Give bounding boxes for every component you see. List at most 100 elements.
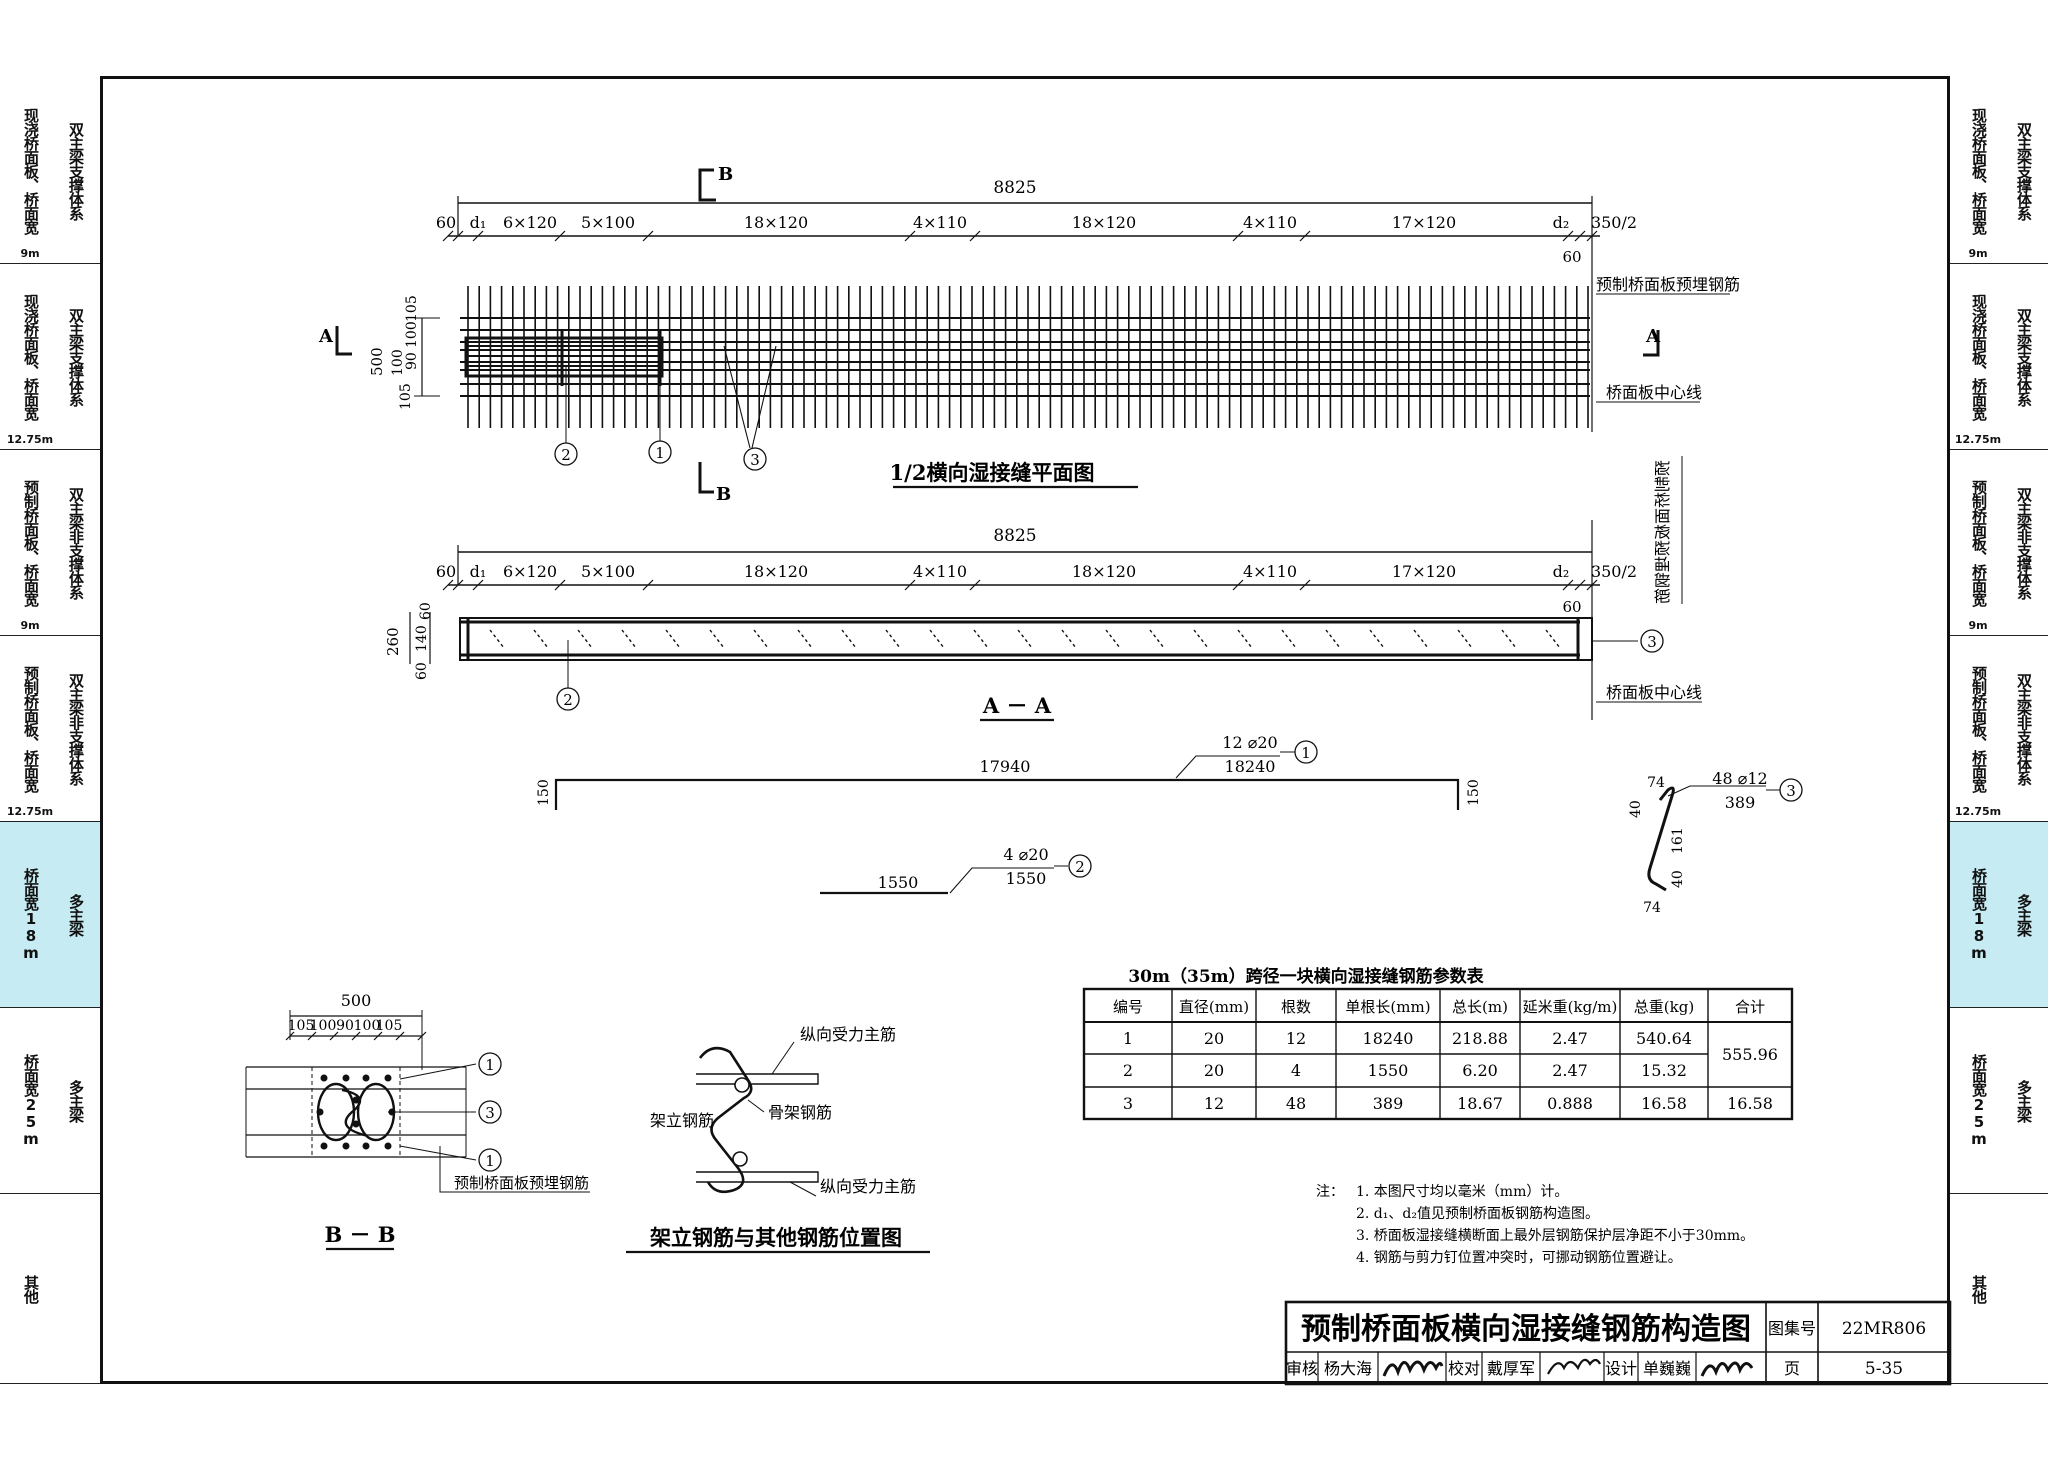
aa-title: A － A xyxy=(982,693,1052,718)
plan-chain-tick xyxy=(472,230,484,242)
checker-name: 戴厚军 xyxy=(1487,1359,1535,1378)
designer-signature xyxy=(1700,1361,1754,1377)
erect-detail: 纵向受力主筋 架立钢筋 骨架钢筋 纵向受力主筋 架立钢筋与其他钢筋位置图 xyxy=(626,1025,930,1254)
aa-stirrup xyxy=(885,629,901,649)
right-tab-group: 双主梁非支撑体系 xyxy=(2015,672,2033,785)
bb-rebar-dot xyxy=(352,1096,360,1104)
left-tab-6[interactable]: 其他 xyxy=(0,1194,100,1384)
left-tab-width: 9m xyxy=(20,619,40,632)
bb-label-embed: 预制桥面板预埋钢筋 xyxy=(454,1174,589,1192)
plan-chain-label: d₁ xyxy=(470,213,487,232)
reviewer-signature xyxy=(1382,1360,1444,1377)
title-block xyxy=(1284,1300,1952,1386)
aa-stirrup xyxy=(929,629,945,649)
bar2-callout xyxy=(1068,854,1092,878)
plan-label-center: 桥面板中心线 xyxy=(1606,383,1702,402)
table-header: 根数 xyxy=(1281,998,1311,1016)
aa-chain-tick xyxy=(472,579,484,591)
left-tab-label: 桥面宽25m xyxy=(22,1054,40,1147)
plan-left-dim-500: 500 xyxy=(368,347,386,376)
rebar-table: 30m（35m）跨径一块横向湿接缝钢筋参数表 编号直径(mm)根数单根长(mm)… xyxy=(1082,966,1794,1121)
aa-chain-tick xyxy=(904,579,916,591)
aa-left-dim-60b: 60 xyxy=(414,662,430,680)
plan-chain-label: 4×110 xyxy=(1243,213,1297,232)
right-tab-group: 双主梁支撑体系 xyxy=(2015,307,2033,406)
bar-1-detail: 150 150 17940 12 ⌀20 18240 1 xyxy=(536,733,1482,810)
bb-subdim-label: 105 xyxy=(376,1018,403,1034)
page-label: 页 xyxy=(1784,1359,1800,1378)
bar3-dim-161: 161 xyxy=(1670,827,1686,854)
erect-label-main-top: 纵向受力主筋 xyxy=(800,1025,896,1044)
drawing-frame xyxy=(100,76,1950,1384)
aa-stirrup xyxy=(797,629,813,649)
table-header: 总重(kg) xyxy=(1634,998,1694,1016)
bar-2-detail: 1550 4 ⌀20 1550 2 xyxy=(820,845,1092,895)
left-tab-label: 预制桥面板、桥面宽 xyxy=(22,665,40,792)
right-tab-width: 9m xyxy=(1968,619,1988,632)
table-cell: 6.20 xyxy=(1462,1061,1498,1080)
designer-name: 单巍巍 xyxy=(1643,1359,1691,1378)
aa-callout-3 xyxy=(1640,629,1664,653)
bar3-dim-74-top: 74 xyxy=(1647,775,1665,791)
plan-left-dim-90: 90 xyxy=(404,352,420,370)
right-tab-label: 桥面宽18m xyxy=(1970,868,1988,961)
note-4: 4. 钢筋与剪力钉位置冲突时，可挪动钢筋位置避让。 xyxy=(1356,1249,1682,1266)
bar1-spec: 12 ⌀20 xyxy=(1222,733,1277,752)
aa-stirrup xyxy=(1061,629,1077,649)
table-cell: 1550 xyxy=(1368,1061,1409,1080)
bb-rebar-dot xyxy=(320,1074,328,1082)
table-total-3: 16.58 xyxy=(1727,1094,1773,1113)
bb-subdim-tick xyxy=(351,1031,361,1041)
table-total-1-2: 555.96 xyxy=(1722,1045,1778,1064)
notes: 注： 1. 本图尺寸均以毫米（mm）计。 2. d₁、d₂值见预制桥面板钢筋构造… xyxy=(1316,1183,1754,1266)
plan-chain-label: 350/2 xyxy=(1591,213,1637,232)
plan-chain-tick xyxy=(642,230,654,242)
right-tab-label: 预制桥面板、桥面宽 xyxy=(1970,665,1988,792)
plan-total-dim: 8825 xyxy=(993,178,1036,198)
plan-chain-tick xyxy=(1562,230,1574,242)
aa-callout-3-text: 3 xyxy=(1647,633,1657,651)
aa-left-dim-60a: 60 xyxy=(418,602,434,620)
aa-stirrup xyxy=(753,629,769,649)
bb-subdim-label: 100 xyxy=(354,1018,381,1034)
table-header: 合计 xyxy=(1735,998,1765,1016)
plan-chain-tick xyxy=(1574,230,1586,242)
bar2-spec: 4 ⌀20 xyxy=(1003,845,1048,864)
bar2-callout-text: 2 xyxy=(1075,858,1085,876)
bb-rebar-dot xyxy=(342,1074,350,1082)
plan-label-embed: 预制桥面板预埋钢筋 xyxy=(1596,275,1740,294)
aa-chain-tick xyxy=(1299,579,1311,591)
table-cell: 20 xyxy=(1204,1061,1224,1080)
note-1: 1. 本图尺寸均以毫米（mm）计。 xyxy=(1356,1183,1568,1200)
aa-chain-tick xyxy=(452,579,464,591)
plan-section-b-top: B xyxy=(718,164,733,185)
right-tab-label: 现浇桥面板、桥面宽 xyxy=(1970,107,1988,234)
right-tab-6[interactable]: 其他 xyxy=(1948,1194,2048,1384)
page-no: 5-35 xyxy=(1865,1359,1903,1379)
plan-chain-label: 60 xyxy=(436,213,456,232)
table-cell: 15.32 xyxy=(1641,1061,1687,1080)
aa-chain-label: 350/2 xyxy=(1591,562,1637,581)
plan-callout-2 xyxy=(554,442,578,466)
bb-subdim-tick xyxy=(373,1031,383,1041)
bar2-inner-length: 1550 xyxy=(878,873,919,892)
aa-chain-label: d₁ xyxy=(470,562,487,581)
bb-rebar-dot xyxy=(316,1108,324,1116)
table-cell: 3 xyxy=(1123,1094,1133,1113)
aa-stirrup xyxy=(1105,629,1121,649)
